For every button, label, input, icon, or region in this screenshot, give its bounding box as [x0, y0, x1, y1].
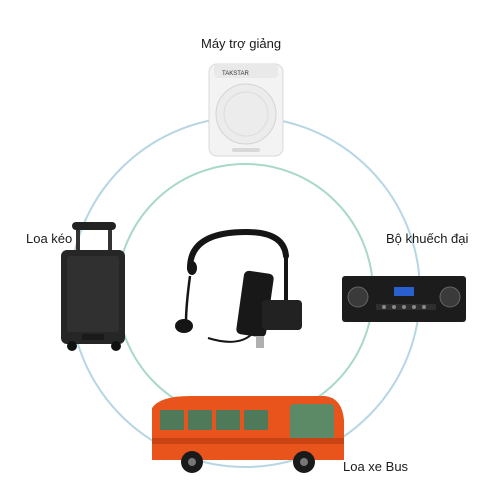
label-trolley-speaker: Loa kéo [26, 231, 73, 246]
audio-amplifier-icon [342, 276, 466, 322]
label-teaching-amplifier: Máy trợ giảng [201, 36, 282, 51]
bus-icon [152, 396, 344, 473]
amplifier-brand: TAKSTAR [222, 71, 249, 77]
label-bus-speaker: Loa xe Bus [343, 459, 409, 474]
teaching-amplifier-icon: TAKSTAR [208, 63, 284, 157]
wireless-headset-mic-icon [175, 228, 302, 348]
label-amplifier: Bộ khuếch đại [386, 231, 469, 246]
trolley-speaker-icon [61, 222, 125, 351]
